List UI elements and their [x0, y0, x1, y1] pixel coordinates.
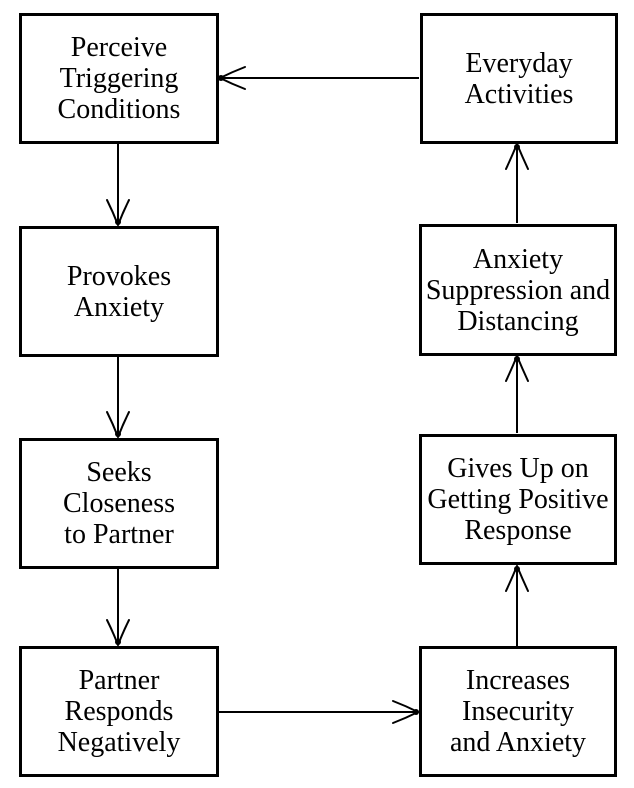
arrow-partner-responds-negatively-to-increases-insecurity-and-anxiety — [219, 700, 419, 724]
arrow-increases-insecurity-and-anxiety-to-gives-up-on-getting-positive-response — [505, 565, 529, 646]
arrow-gives-up-on-getting-positive-response-to-anxiety-suppression-and-distancing — [505, 355, 529, 433]
node-increases-insecurity-and-anxiety: Increases Insecurity and Anxiety — [419, 646, 617, 777]
arrow-anxiety-suppression-and-distancing-to-everyday-activities — [505, 143, 529, 223]
node-partner-responds-negatively: Partner Responds Negatively — [19, 646, 219, 777]
node-seeks-closeness-to-partner: Seeks Closeness to Partner — [19, 438, 219, 569]
node-perceive-triggering-conditions: Perceive Triggering Conditions — [19, 13, 219, 144]
arrow-perceive-triggering-conditions-to-provokes-anxiety — [106, 144, 130, 226]
arrow-everyday-activities-to-perceive-triggering-conditions — [218, 66, 419, 90]
arrow-seeks-closeness-to-partner-to-partner-responds-negatively — [106, 569, 130, 646]
node-everyday-activities: Everyday Activities — [420, 13, 618, 144]
node-provokes-anxiety: Provokes Anxiety — [19, 226, 219, 357]
node-anxiety-suppression-and-distancing: Anxiety Suppression and Distancing — [419, 224, 617, 356]
arrow-provokes-anxiety-to-seeks-closeness-to-partner — [106, 357, 130, 438]
node-gives-up-on-getting-positive-response: Gives Up on Getting Positive Response — [419, 434, 617, 565]
